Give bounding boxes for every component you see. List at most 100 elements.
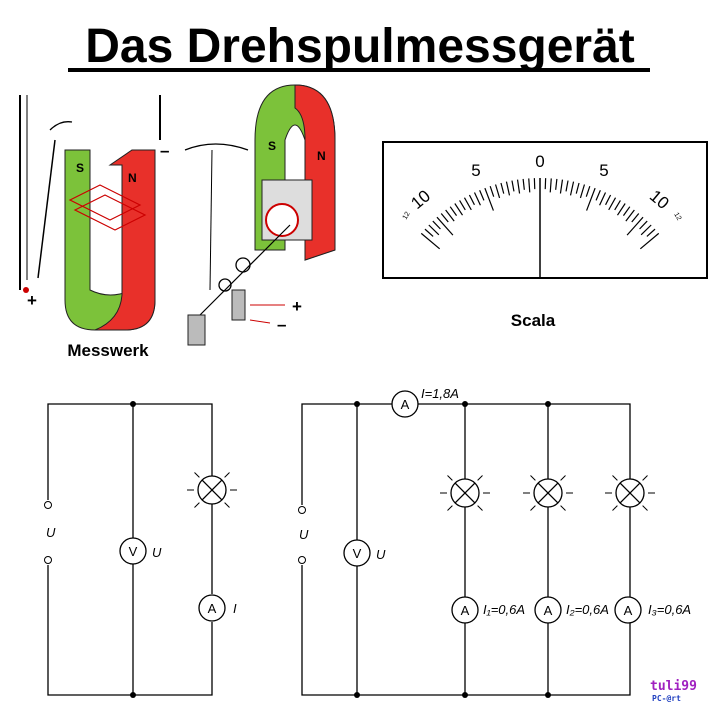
scale-tick	[454, 203, 464, 216]
logo: tuli99	[650, 679, 697, 694]
scale-label-left-5: 5	[471, 161, 480, 180]
minus-label: –	[160, 141, 169, 160]
magnet-north-half	[94, 149, 156, 331]
north-pole-label: N	[128, 171, 137, 185]
scale-tick	[424, 228, 434, 237]
scale-tick	[516, 179, 521, 194]
terminal	[44, 501, 52, 509]
scale-tick	[640, 224, 652, 236]
scale-tick	[549, 178, 552, 193]
lamp-cross	[537, 482, 559, 504]
pointer-needle	[37, 139, 56, 279]
light-ray	[530, 475, 536, 481]
lamp-cross	[619, 482, 641, 504]
ammeter-symbol: A	[401, 397, 410, 412]
light-ray	[447, 505, 453, 511]
wire	[301, 403, 631, 696]
scale-tick	[626, 216, 644, 236]
scale-tick	[565, 180, 569, 192]
pointer-needle	[209, 149, 213, 291]
scale-tick	[420, 232, 441, 250]
scale-tick	[605, 194, 612, 206]
lamp-cross	[201, 479, 223, 501]
bracket	[231, 289, 246, 321]
scale-tick	[505, 181, 511, 196]
scale-tick	[616, 203, 626, 216]
light-ray	[642, 505, 648, 511]
source-voltage-label: U	[46, 525, 56, 540]
plus-label: +	[27, 291, 37, 310]
scale-box	[382, 141, 708, 279]
branch-current-label-2: I₂=0,6A	[566, 602, 609, 617]
mini-scale	[184, 143, 249, 151]
scale-tick	[585, 186, 591, 197]
terminal	[298, 556, 306, 564]
scale-ticks	[420, 178, 660, 250]
scale-tick	[608, 197, 617, 211]
scale-tick	[463, 197, 472, 211]
junction	[354, 401, 360, 407]
scale-tick	[449, 206, 458, 216]
voltmeter	[119, 537, 147, 565]
scale-tick	[555, 178, 558, 190]
light-ray	[612, 475, 618, 481]
scale-tick	[599, 192, 607, 206]
scale-label-0: 0	[535, 152, 544, 171]
junction	[354, 692, 360, 698]
scale-tick	[586, 187, 596, 211]
voltmeter	[343, 539, 371, 567]
source-voltage-label: U	[299, 527, 309, 542]
scale-tick	[489, 186, 495, 197]
messwerk-caption: Messwerk	[67, 341, 149, 360]
minus-label: –	[277, 315, 286, 334]
scale-tick	[639, 220, 648, 230]
spiral-spring	[235, 257, 251, 273]
lamp-icon	[523, 475, 573, 511]
scale-tick	[614, 200, 621, 211]
main-ammeter	[391, 390, 419, 418]
circuit-2: U A I=1,8A V U A I₁=0,6A A I₂=0,6A A I₃=…	[298, 386, 691, 698]
rotation-arrow-icon	[49, 121, 73, 131]
scale-label-right-5: 5	[599, 161, 608, 180]
ammeter	[198, 594, 226, 622]
page-title: Das Drehspulmessgerät	[85, 20, 635, 73]
circuit-1: U V U A I	[44, 401, 237, 698]
lamp-icon	[605, 475, 655, 511]
light-ray	[477, 505, 483, 511]
light-ray	[194, 472, 200, 478]
scale-tick	[569, 181, 575, 196]
main-current-label: I=1,8A	[421, 386, 459, 401]
lamp-icon	[187, 472, 237, 508]
north-pole-label: N	[317, 149, 326, 163]
scale-tick	[484, 187, 494, 211]
coil	[265, 203, 299, 237]
branch-current-label-3: I₃=0,6A	[648, 602, 691, 617]
scale-tick	[639, 232, 660, 250]
scale-tick	[511, 180, 515, 192]
scale-tick	[579, 184, 586, 199]
junction	[130, 401, 136, 407]
logo-subtitle: PC-@rt	[652, 694, 681, 703]
lamp-icon	[440, 475, 490, 511]
bracket	[187, 314, 206, 346]
light-ray	[530, 505, 536, 511]
scale-tick	[622, 206, 631, 216]
scale-tick	[494, 184, 501, 199]
ammeter-symbol: A	[461, 603, 470, 618]
light-ray	[224, 472, 230, 478]
voltmeter-symbol: V	[353, 546, 362, 561]
spiral-spring	[218, 278, 232, 292]
lamp-cross	[454, 482, 476, 504]
voltmeter-label: U	[376, 547, 386, 562]
junction	[462, 401, 468, 407]
scale-tick	[473, 192, 481, 206]
light-ray	[612, 505, 618, 511]
scale-tick	[436, 216, 454, 236]
junction	[462, 692, 468, 698]
wire	[249, 319, 271, 324]
scale-tick	[468, 194, 475, 206]
voltmeter-label: U	[152, 545, 162, 560]
light-ray	[642, 475, 648, 481]
